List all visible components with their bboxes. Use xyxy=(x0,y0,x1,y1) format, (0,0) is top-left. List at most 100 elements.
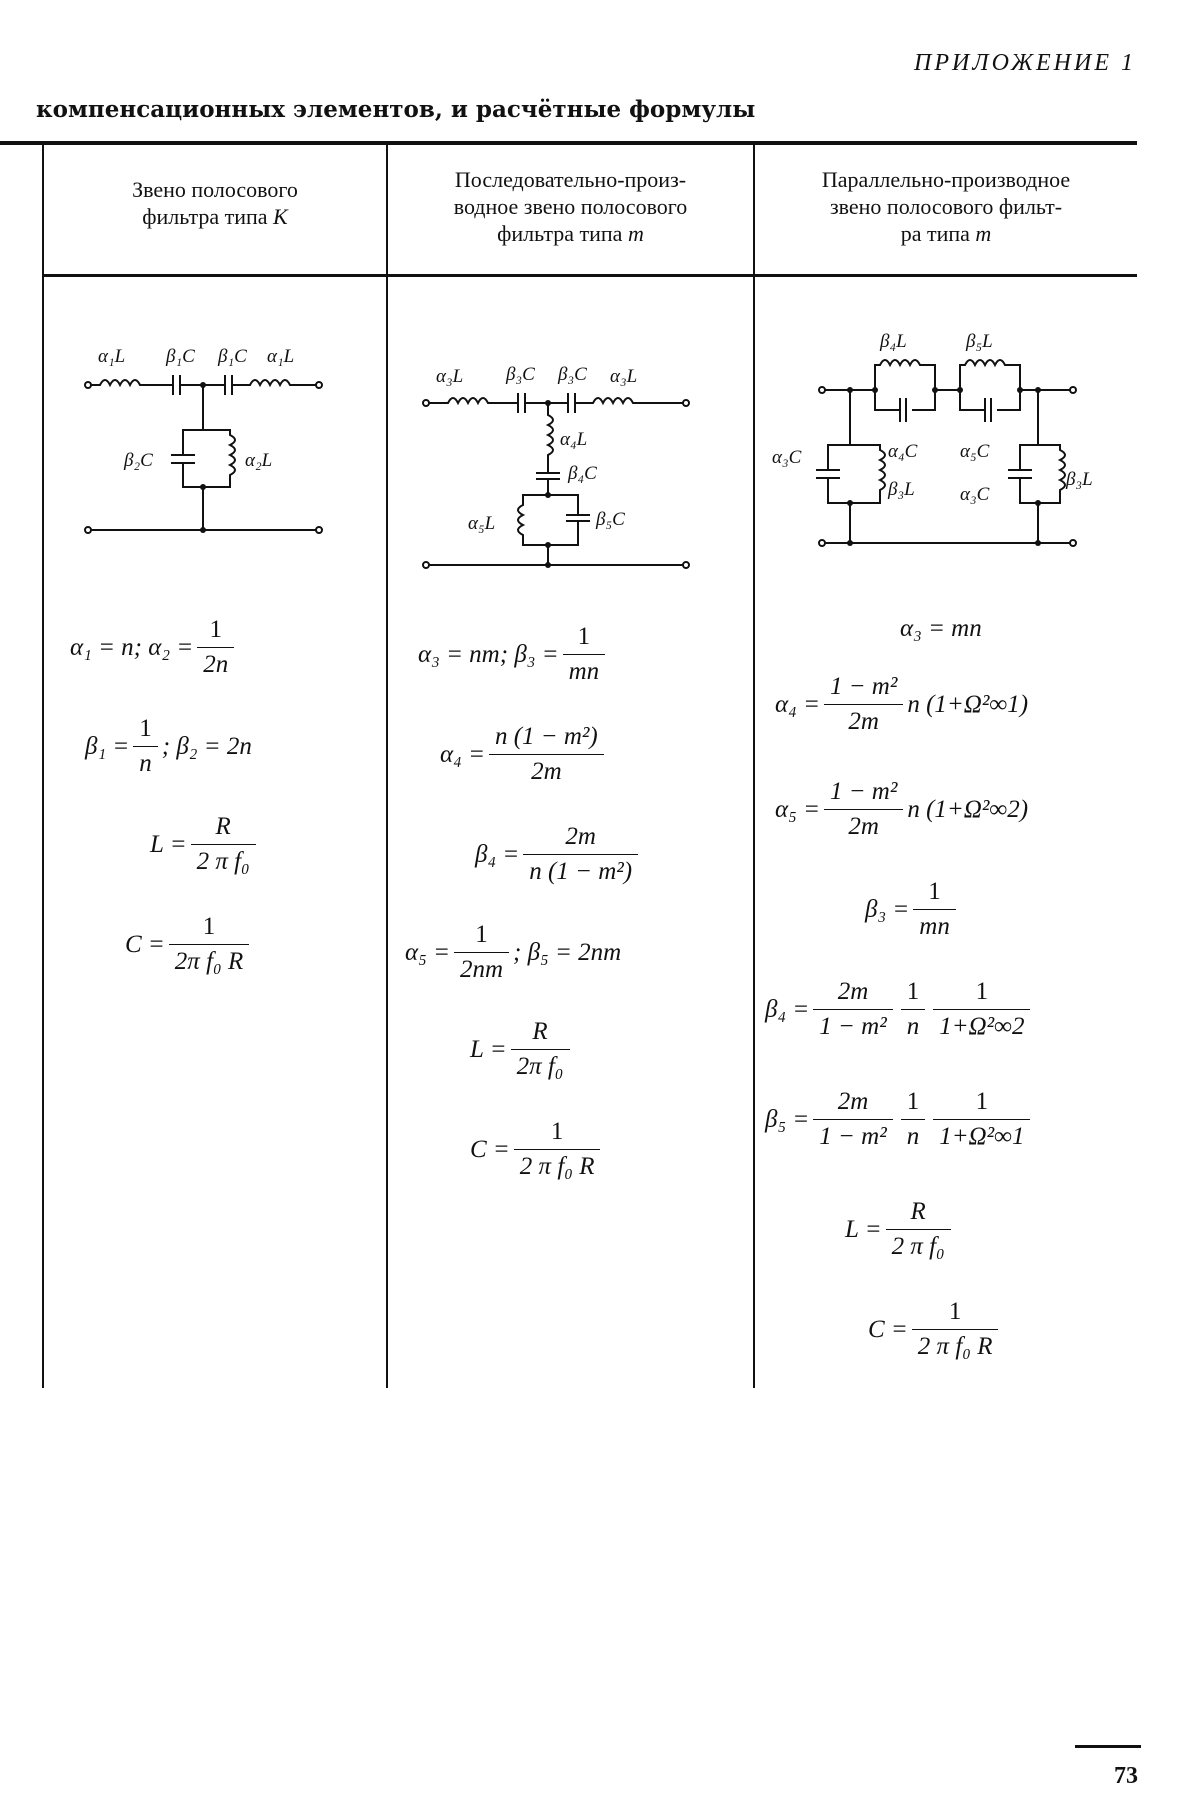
col3-f8-den: 2 π f₀ R xyxy=(917,1333,993,1360)
column-header-3-var: m xyxy=(975,221,992,246)
circuit2-label-2: β₃C xyxy=(505,364,535,385)
col3-f3-rest: n (1+Ω²∞2) xyxy=(907,795,1029,823)
circuit2-label-6: β₄C xyxy=(567,463,597,484)
col3-f5-c-num: 1 xyxy=(933,975,1031,1010)
col3-f4-frac: 1 mn xyxy=(913,875,956,944)
table-top-rule xyxy=(0,141,1137,145)
col3-f4-num: 1 xyxy=(913,875,956,910)
circuit1-label-1: α₁L xyxy=(98,346,125,367)
column-header-2: Последовательно-произ- водное звено поло… xyxy=(388,166,753,247)
circuit2-label-5: α₄L xyxy=(560,429,587,450)
circuit1-label-2: β₁C xyxy=(165,346,195,367)
col1-f2-den: n xyxy=(139,750,152,777)
col2-f5-lhs: L = xyxy=(470,1035,507,1063)
col3-f2-lhs: α₄ = xyxy=(775,690,820,718)
circuit1-label-3: β₁C xyxy=(217,346,247,367)
circuit1-label-4: α₁L xyxy=(267,346,294,367)
circuit3-label-7: α₃C xyxy=(960,484,990,505)
circuit3-label-5: α₅C xyxy=(960,441,990,462)
col3-f6-lhs: β₅ = xyxy=(765,1105,810,1133)
col2-f3-frac: 2m n (1 − m²) xyxy=(523,820,639,889)
col3-f2-num: 1 − m² xyxy=(823,670,904,705)
col3-f4-den: mn xyxy=(919,913,950,940)
circuit-diagram-1: α₁L β₁C β₁C α₁L β₂C α₂L xyxy=(84,346,323,534)
col1-f3-num: R xyxy=(190,810,256,845)
col3-f3-frac: 1 − m² 2m xyxy=(823,775,904,844)
circuit1-label-5: β₂C xyxy=(123,450,153,471)
column-header-2-var: m xyxy=(627,221,644,246)
col1-f1-lhs: α₁ = n; α₂ = xyxy=(70,633,194,661)
col1-f2-num: 1 xyxy=(133,712,158,747)
col2-formula-alpha4: α₄ = n (1 − m²)2m xyxy=(440,720,608,789)
col3-f7-den: 2 π f₀ xyxy=(891,1233,945,1260)
col3-f3-den: 2m xyxy=(848,813,879,840)
col1-f2-lhs: β₁ = xyxy=(85,732,130,760)
col3-f8-lhs: C = xyxy=(868,1315,908,1343)
col3-f8-num: 1 xyxy=(911,1295,999,1330)
col2-f2-den: 2m xyxy=(531,758,562,785)
col1-f1-den: 2n xyxy=(203,651,229,678)
column-header-2-line-3: фильтра типа xyxy=(497,221,623,246)
col1-f2-rest: ; β₂ = 2n xyxy=(161,732,252,760)
col1-f3-den: 2 π f₀ xyxy=(196,848,250,875)
column-header-3: Параллельно-производное звено полосового… xyxy=(755,166,1137,247)
col3-f2-den: 2m xyxy=(848,708,879,735)
circuit2-label-1: α₃L xyxy=(436,366,463,387)
column-divider-left xyxy=(42,143,44,1388)
col3-f7-lhs: L = xyxy=(845,1215,882,1243)
col3-f7-num: R xyxy=(885,1195,951,1230)
col1-f3-frac: R 2 π f₀ xyxy=(190,810,256,879)
col2-f1-lhs: α₃ = nm; β₃ = xyxy=(418,640,559,668)
circuit3-label-8: β₃L xyxy=(1065,469,1093,490)
circuit2-label-8: β₅C xyxy=(595,509,625,530)
page-number: 73 xyxy=(1114,1763,1138,1789)
column-header-1: Звено полосового фильтра типа K xyxy=(44,176,386,230)
col2-f3-den: n (1 − m²) xyxy=(529,858,633,885)
col3-f4-lhs: β₃ = xyxy=(865,895,910,923)
col3-f7-frac: R 2 π f₀ xyxy=(885,1195,951,1264)
circuit2-label-3: β₃C xyxy=(557,364,587,385)
column-header-3-line-1: Параллельно-производное xyxy=(821,167,1071,192)
col3-f5-c-den: 1+Ω²∞2 xyxy=(939,1013,1025,1040)
circuit3-label-2: β₅L xyxy=(965,331,993,352)
col3-f2-rest: n (1+Ω²∞1) xyxy=(907,690,1029,718)
col1-f4-num: 1 xyxy=(168,910,250,945)
col3-f5-b-den: n xyxy=(906,1013,920,1040)
circuit3-label-3: α₃C xyxy=(772,447,802,468)
column-header-1-var: K xyxy=(273,204,288,229)
column-header-3-line-2: звено полосового фильт- xyxy=(829,194,1063,219)
column-header-3-line-3: ра типа xyxy=(900,221,970,246)
col3-f8-frac: 1 2 π f₀ R xyxy=(911,1295,999,1364)
col2-f2-lhs: α₄ = xyxy=(440,740,485,768)
circuit3-label-4: α₄C xyxy=(888,441,918,462)
col2-f6-num: 1 xyxy=(513,1115,601,1150)
col2-f3-num: 2m xyxy=(523,820,639,855)
column-header-2-line-1: Последовательно-произ- xyxy=(454,167,687,192)
col3-f3-num: 1 − m² xyxy=(823,775,904,810)
col3-formula-alpha4: α₄ = 1 − m² 2m n (1+Ω²∞1) xyxy=(775,670,1028,739)
col3-f6-a-den: 1 − m² xyxy=(819,1123,887,1150)
col2-f5-num: R xyxy=(510,1015,570,1050)
col3-f6-c-num: 1 xyxy=(933,1085,1031,1120)
col2-f1-den: mn xyxy=(568,658,600,685)
col3-f6-b-den: n xyxy=(906,1123,920,1150)
